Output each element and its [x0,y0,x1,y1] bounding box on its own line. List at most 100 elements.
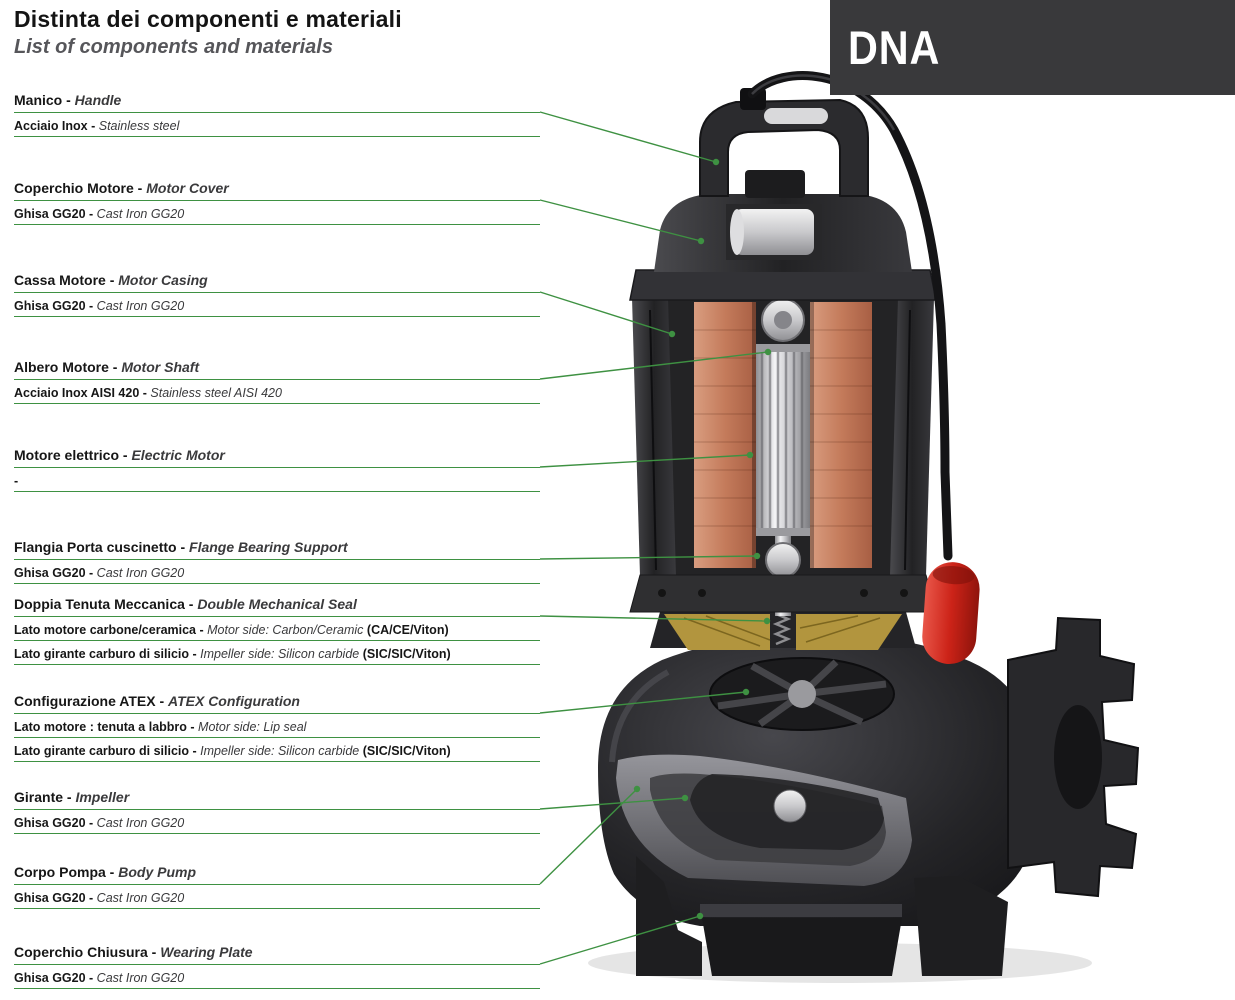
discharge-flange [1007,616,1140,898]
name-en: Electric Motor [131,447,225,463]
label-corpo-pompa: Corpo Pompa - Body Pump Ghisa GG20 - Cas… [14,864,540,915]
name-en: Flange Bearing Support [189,539,348,555]
label-girante: Girante - Impeller Ghisa GG20 - Cast Iro… [14,789,540,840]
pump-shadow [588,943,1092,983]
label-motore-elettrico: Motore elettrico - Electric Motor - [14,447,540,498]
component-material: - [14,474,540,492]
material-it: Lato girante carburo di silicio - [14,743,201,758]
motor-cavity [668,298,898,578]
label-configurazione-atex: Configurazione ATEX - ATEX Configuration… [14,693,540,768]
component-name: Coperchio Chiusura - Wearing Plate [14,944,540,965]
power-cable [747,71,953,561]
name-en: Handle [74,92,122,108]
label-doppia-tenuta-meccanica: Doppia Tenuta Meccanica - Double Mechani… [14,596,540,671]
pump-feet [636,856,1008,976]
component-name: Flangia Porta cuscinetto - Flange Bearin… [14,539,540,560]
material-it: Lato motore : tenuta a labbro - [14,719,199,734]
name-it: Coperchio Chiusura - [14,944,161,960]
component-material: Ghisa GG20 - Cast Iron GG20 [14,891,540,909]
material-it: Ghisa GG20 - [14,565,97,580]
motor-shaft [756,284,810,616]
material-en: Cast Iron GG20 [96,970,185,985]
wearing-plate [700,904,902,917]
component-name: Manico - Handle [14,92,540,113]
model-badge-text: DNA [848,21,941,74]
material-it: Ghisa GG20 - [14,298,97,313]
name-it: Corpo Pompa - [14,864,119,880]
leader-dots [633,158,772,920]
name-en: Motor Casing [118,272,208,288]
pump-body [598,633,1036,926]
material-en: Cast Iron GG20 [96,890,185,905]
component-material: Lato motore carbone/ceramica - Motor sid… [14,623,540,641]
component-name: Motore elettrico - Electric Motor [14,447,540,468]
material-code: (SIC/SIC/Viton) [362,646,451,661]
name-it: Manico - [14,92,75,108]
impeller [690,657,895,850]
component-material: Lato motore : tenuta a labbro - Motor si… [14,720,540,738]
component-name: Coperchio Motore - Motor Cover [14,180,540,201]
component-name: Configurazione ATEX - ATEX Configuration [14,693,540,714]
material-it: Ghisa GG20 - [14,890,97,905]
material-en: Cast Iron GG20 [96,206,185,221]
component-material: Ghisa GG20 - Cast Iron GG20 [14,971,540,989]
material-en: Stainless steel AISI 420 [150,385,282,400]
model-badge: DNA [830,0,1235,95]
material-code: (CA/CE/Viton) [366,622,449,637]
label-coperchio-chiusura: Coperchio Chiusura - Wearing Plate Ghisa… [14,944,540,995]
label-manico: Manico - Handle Acciaio Inox - Stainless… [14,92,540,143]
material-en: Motor side: Carbon/Ceramic [207,622,367,637]
component-name: Girante - Impeller [14,789,540,810]
material-it: Lato motore carbone/ceramica - [14,622,208,637]
name-it: Albero Motore - [14,359,122,375]
label-flangia-porta-cuscinetto: Flangia Porta cuscinetto - Flange Bearin… [14,539,540,590]
material-it: - [14,473,19,488]
component-material: Ghisa GG20 - Cast Iron GG20 [14,207,540,225]
label-cassa-motore: Cassa Motore - Motor Casing Ghisa GG20 -… [14,272,540,323]
seal-housing [650,612,916,648]
name-it: Flangia Porta cuscinetto - [14,539,190,555]
label-albero-motore: Albero Motore - Motor Shaft Acciaio Inox… [14,359,540,410]
component-material: Ghisa GG20 - Cast Iron GG20 [14,566,540,584]
name-it: Cassa Motore - [14,272,119,288]
name-en: Motor Cover [146,180,229,196]
material-en: Cast Iron GG20 [96,298,185,313]
name-en: ATEX Configuration [168,693,300,709]
material-en: Impeller side: Silicon carbide [200,646,363,661]
material-en: Motor side: Lip seal [198,719,307,734]
material-en: Cast Iron GG20 [96,815,185,830]
component-name: Albero Motore - Motor Shaft [14,359,540,380]
name-it: Coperchio Motore - [14,180,147,196]
page-header: Distinta dei componenti e materiali List… [14,6,534,59]
bearing-flange [629,574,937,613]
motor-casing [629,269,937,576]
pump-handle [699,88,869,197]
component-name: Corpo Pompa - Body Pump [14,864,540,885]
leader-lines [539,111,769,965]
component-material: Lato girante carburo di silicio - Impell… [14,744,540,762]
material-it: Lato girante carburo di silicio - [14,646,201,661]
material-it: Acciaio Inox - [14,118,99,133]
name-en: Impeller [75,789,130,805]
component-material: Ghisa GG20 - Cast Iron GG20 [14,816,540,834]
name-en: Double Mechanical Seal [197,596,357,612]
component-material: Acciaio Inox AISI 420 - Stainless steel … [14,386,540,404]
name-it: Motore elettrico - [14,447,132,463]
name-en: Body Pump [118,864,197,880]
label-coperchio-motore: Coperchio Motore - Motor Cover Ghisa GG2… [14,180,540,231]
material-it: Ghisa GG20 - [14,970,97,985]
name-en: Motor Shaft [121,359,200,375]
component-material: Acciaio Inox - Stainless steel [14,119,540,137]
component-name: Cassa Motore - Motor Casing [14,272,540,293]
component-material: Lato girante carburo di silicio - Impell… [14,647,540,665]
name-it: Configurazione ATEX - [14,693,168,709]
name-it: Doppia Tenuta Meccanica - [14,596,198,612]
material-en: Stainless steel [98,118,180,133]
name-it: Girante - [14,789,76,805]
name-en: Wearing Plate [160,944,253,960]
component-name: Doppia Tenuta Meccanica - Double Mechani… [14,596,540,617]
mechanical-seal [664,612,902,650]
material-code: (SIC/SIC/Viton) [362,743,451,758]
